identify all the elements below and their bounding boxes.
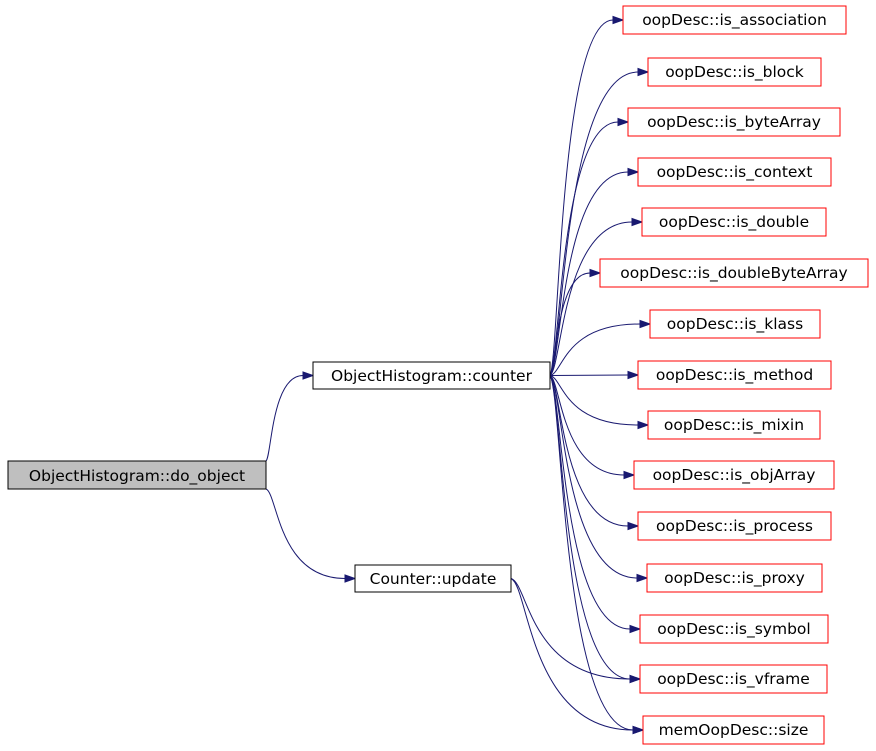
edges-layer <box>265 15 652 735</box>
arrowhead-counter-to-is_method <box>627 370 640 380</box>
edge-counter-to-is_mixin <box>549 375 639 426</box>
edge-do_object-to-update <box>265 488 346 579</box>
node-is-block[interactable]: oopDesc::is_block <box>647 57 822 87</box>
node-is-symbol[interactable]: oopDesc::is_symbol <box>639 614 829 644</box>
node-is-objarray-label: oopDesc::is_objArray <box>653 466 816 485</box>
arrowhead-do_object-to-counter <box>302 371 315 380</box>
node-is-doublebytearray-label: oopDesc::is_doubleByteArray <box>620 264 847 283</box>
edge-update-to-size <box>510 578 634 731</box>
edge-counter-to-is_proxy <box>549 375 638 579</box>
edge-update-to-is_vframe <box>510 578 631 680</box>
node-is-vframe-box <box>639 664 828 694</box>
node-is-bytearray[interactable]: oopDesc::is_byteArray <box>627 107 841 137</box>
node-is-mixin[interactable]: oopDesc::is_mixin <box>647 410 821 440</box>
node-is-klass[interactable]: oopDesc::is_klass <box>649 309 821 339</box>
arrowhead-counter-to-is_objArray <box>623 470 636 480</box>
node-is-double-box <box>641 207 827 237</box>
node-is-vframe[interactable]: oopDesc::is_vframe <box>639 664 828 694</box>
arrowhead-do_object-to-update <box>344 574 357 583</box>
node-is-method-label: oopDesc::is_method <box>656 366 813 385</box>
edge-counter-to-is_doubleByteArray <box>549 272 591 376</box>
node-is-double-label: oopDesc::is_double <box>659 213 809 232</box>
arrowhead-counter-to-is_symbol <box>629 624 642 634</box>
arrowhead-update-to-is_vframe <box>629 674 642 684</box>
edge-counter-to-is_double <box>549 221 633 376</box>
node-is-vframe-label: oopDesc::is_vframe <box>657 670 810 689</box>
node-is-klass-label: oopDesc::is_klass <box>667 315 803 334</box>
node-is-double[interactable]: oopDesc::is_double <box>641 207 827 237</box>
node-is-method[interactable]: oopDesc::is_method <box>637 360 832 390</box>
node-is-mixin-label: oopDesc::is_mixin <box>664 416 804 435</box>
edge-counter-to-is_block <box>549 71 639 376</box>
node-is-doublebytearray-box <box>599 258 869 288</box>
node-update-box <box>354 564 512 593</box>
arrowhead-counter-to-is_context <box>627 167 640 177</box>
arrowhead-update-to-size <box>632 725 645 735</box>
edge-counter-to-is_association <box>549 19 614 376</box>
node-size-label: memOopDesc::size <box>659 721 809 739</box>
node-is-symbol-label: oopDesc::is_symbol <box>657 620 810 639</box>
node-is-bytearray-label: oopDesc::is_byteArray <box>647 113 821 132</box>
node-size-box <box>642 715 825 745</box>
node-is-proxy-label: oopDesc::is_proxy <box>664 569 805 588</box>
edge-counter-to-size <box>549 375 634 731</box>
node-is-method-box <box>637 360 832 390</box>
arrowhead-counter-to-is_double <box>631 217 644 227</box>
edge-do_object-to-counter <box>265 375 304 462</box>
node-is-process-label: oopDesc::is_process <box>656 517 813 536</box>
arrowhead-counter-to-is_block <box>637 67 650 77</box>
arrowhead-counter-to-is_proxy <box>636 573 649 583</box>
node-is-bytearray-box <box>627 107 841 137</box>
node-is-proxy[interactable]: oopDesc::is_proxy <box>646 563 823 593</box>
node-update-label: Counter::update <box>370 570 497 588</box>
node-is-association-label: oopDesc::is_association <box>642 11 827 30</box>
node-update[interactable]: Counter::update <box>354 564 512 593</box>
edge-counter-to-is_symbol <box>549 375 631 630</box>
node-is-process-box <box>637 511 832 541</box>
arrowhead-counter-to-is_association <box>612 15 625 25</box>
node-do-object-label: ObjectHistogram::do_object <box>29 467 245 486</box>
edge-counter-to-is_vframe <box>549 375 631 680</box>
node-is-block-box <box>647 57 822 87</box>
node-is-block-label: oopDesc::is_block <box>665 63 804 82</box>
node-is-objarray-box <box>633 460 835 490</box>
node-counter[interactable]: ObjectHistogram::counter <box>312 361 551 390</box>
edge-counter-to-is_context <box>549 171 629 376</box>
node-is-mixin-box <box>647 410 821 440</box>
edge-counter-to-is_method <box>549 374 629 376</box>
node-do-object[interactable]: ObjectHistogram::do_object <box>7 460 267 490</box>
node-is-association[interactable]: oopDesc::is_association <box>622 5 847 35</box>
node-is-association-box <box>622 5 847 35</box>
node-is-context-label: oopDesc::is_context <box>657 163 813 182</box>
node-is-context-box <box>637 157 832 187</box>
node-size[interactable]: memOopDesc::size <box>642 715 825 745</box>
arrowhead-counter-to-is_process <box>627 521 640 531</box>
arrowhead-counter-to-is_doubleByteArray <box>589 268 602 278</box>
node-is-doublebytearray[interactable]: oopDesc::is_doubleByteArray <box>599 258 869 288</box>
edge-counter-to-is_klass <box>549 323 641 376</box>
arrowhead-counter-to-is_klass <box>639 319 652 329</box>
arrowhead-counter-to-is_mixin <box>637 420 650 430</box>
edge-counter-to-is_objArray <box>549 375 625 476</box>
node-do-object-box <box>7 460 267 490</box>
node-is-symbol-box <box>639 614 829 644</box>
node-counter-box <box>312 361 551 390</box>
node-counter-label: ObjectHistogram::counter <box>331 367 533 385</box>
node-is-process[interactable]: oopDesc::is_process <box>637 511 832 541</box>
node-is-proxy-box <box>646 563 823 593</box>
node-is-objarray[interactable]: oopDesc::is_objArray <box>633 460 835 490</box>
node-is-klass-box <box>649 309 821 339</box>
node-is-context[interactable]: oopDesc::is_context <box>637 157 832 187</box>
arrowhead-counter-to-is_byteArray <box>617 117 630 127</box>
